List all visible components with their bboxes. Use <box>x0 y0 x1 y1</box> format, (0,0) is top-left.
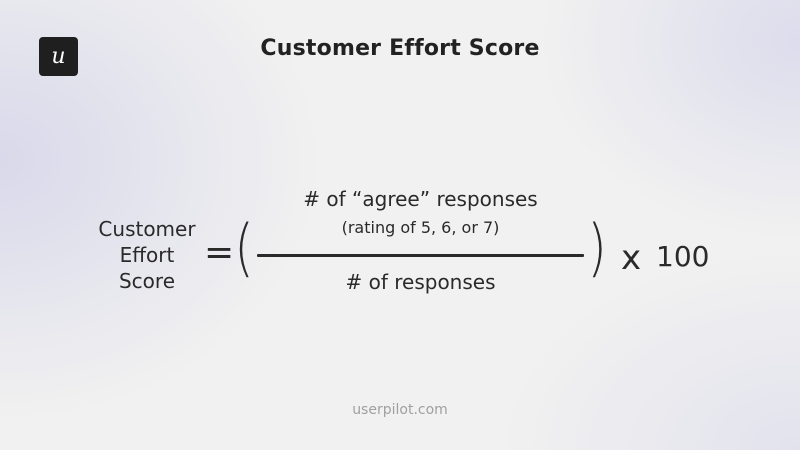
open-parenthesis: ( <box>234 211 254 284</box>
lhs-line-3: Score <box>118 269 175 293</box>
numerator-note: (rating of 5, 6, or 7) <box>341 218 500 237</box>
multiply-sign: x <box>621 238 642 278</box>
denominator: # of responses <box>345 270 496 294</box>
footer-site: userpilot.com <box>352 402 448 418</box>
close-parenthesis: ) <box>587 211 607 284</box>
numerator: # of “agree” responses <box>303 187 538 211</box>
page-title: Customer Effort Score <box>260 36 540 61</box>
logo-glyph: u <box>51 43 66 69</box>
userpilot-logo-icon: u <box>39 37 78 76</box>
formula-lhs: Customer Effort Score <box>72 216 222 294</box>
multiplier: 100 <box>656 240 710 273</box>
equals-sign: = <box>204 232 235 273</box>
lhs-line-2: Effort <box>119 243 175 267</box>
fraction-bar <box>257 254 584 257</box>
lhs-line-1: Customer <box>98 217 196 241</box>
